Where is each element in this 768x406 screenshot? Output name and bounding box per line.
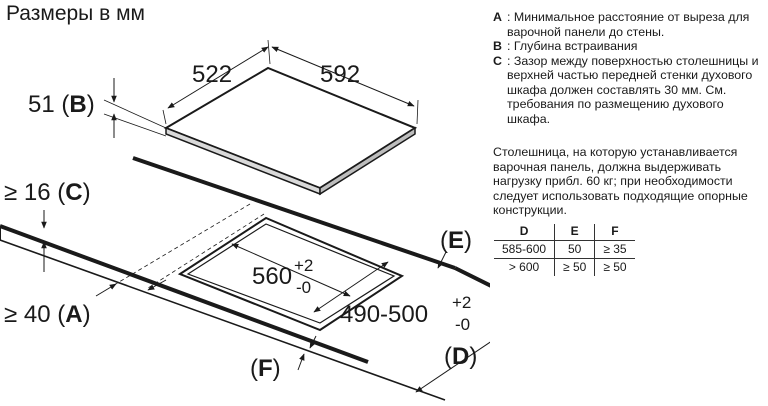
table-header-e: E: [554, 224, 596, 241]
worktop-back-edge-right: [454, 266, 490, 288]
table-row: > 600 ≥ 50 ≥ 50: [494, 258, 635, 276]
page-title: Размеры в мм: [6, 2, 145, 25]
note-c-text: : Зазор между поверхностью столешницы и …: [507, 53, 759, 126]
dashed-wall-line-1: [113, 203, 251, 286]
table-cell: 585-600: [494, 240, 555, 259]
dim-arrow-40-a: [95, 283, 117, 297]
gap-label: ≥ 16 (C): [4, 179, 91, 206]
dim-arrow-e: [437, 251, 447, 269]
table-cell: 50: [554, 240, 596, 259]
note-a: A : Минимальное расстояние от выреза для…: [493, 10, 765, 39]
cutout-width-label: 560: [252, 263, 292, 290]
table-row: 585-600 50 ≥ 35: [494, 240, 635, 259]
legend-notes: A : Минимальное расстояние от выреза для…: [493, 10, 765, 126]
worktop-load-note: Столешница, на которую устанавливается в…: [493, 145, 748, 217]
worktop-drawing: [0, 156, 490, 401]
worktop-front-edge: [0, 224, 369, 364]
dim-ext-51-top: [103, 99, 167, 129]
note-b-text: : Глубина встраивания: [507, 39, 638, 53]
cutout-width-tol-plus: +2: [294, 256, 313, 275]
worktop-back-edge: [132, 156, 456, 270]
note-a-key: A: [493, 10, 502, 24]
dim-arrow-f-down: [309, 335, 317, 349]
cutout-inner: [186, 223, 396, 324]
installation-diagram: 522 592 51 (B) ≥ 16 (C) ≥ 40 (A) 560 +2 …: [0, 39, 490, 401]
table-cell: ≥ 50: [554, 258, 596, 276]
worktop-front-thin: [0, 239, 446, 401]
label-e: (E): [440, 227, 472, 254]
dim-line-490: [313, 261, 389, 313]
ext-line-top: [267, 39, 271, 65]
clearance-table: D E F 585-600 50 ≥ 35 > 600 ≥ 50 ≥ 50: [494, 224, 635, 276]
cutout-depth-tol-plus: +2: [452, 293, 471, 312]
cutout-drawing: [177, 216, 405, 332]
cutout-depth-tol-minus: -0: [455, 315, 470, 334]
dashed-wall-line-2: [147, 213, 265, 289]
hob-length-label: 592: [320, 61, 360, 88]
note-b: B : Глубина встраивания: [493, 39, 765, 54]
note-c: C : Зазор между поверхностью столешницы …: [493, 54, 765, 127]
table-cell: ≥ 50: [603, 260, 627, 274]
table-cell: > 600: [508, 260, 540, 274]
label-f: (F): [250, 355, 281, 382]
table-cell: ≥ 35: [594, 240, 635, 259]
ext-line-592-b: [416, 99, 419, 125]
edge-label: ≥ 40 (A): [4, 301, 91, 328]
table-header-d: D: [494, 224, 555, 241]
dim-arrow-40-b: [147, 279, 167, 291]
table-header-row: D E F: [494, 224, 635, 241]
cutout-depth-label: 490-500: [340, 301, 428, 328]
note-c-key: C: [493, 53, 502, 68]
dim-arrow-f-up: [297, 353, 305, 371]
dim-line-522: [167, 46, 269, 109]
note-a-text: : Минимальное расстояние от выреза для в…: [507, 10, 750, 39]
dim-ext-51-bottom: [103, 113, 167, 137]
dim-line-592: [271, 46, 415, 107]
cutout-outer: [177, 216, 405, 332]
label-d: (D): [444, 343, 477, 370]
note-b-key: B: [493, 39, 502, 53]
hob-height-label: 51 (B): [28, 91, 95, 118]
cutout-width-tol-minus: -0: [296, 278, 311, 297]
hob-width-label: 522: [192, 61, 232, 88]
ext-line-522-a: [162, 109, 167, 125]
hob-right-side: [319, 126, 416, 196]
dim-line-d: [415, 317, 490, 393]
table-header-f: F: [594, 224, 635, 241]
